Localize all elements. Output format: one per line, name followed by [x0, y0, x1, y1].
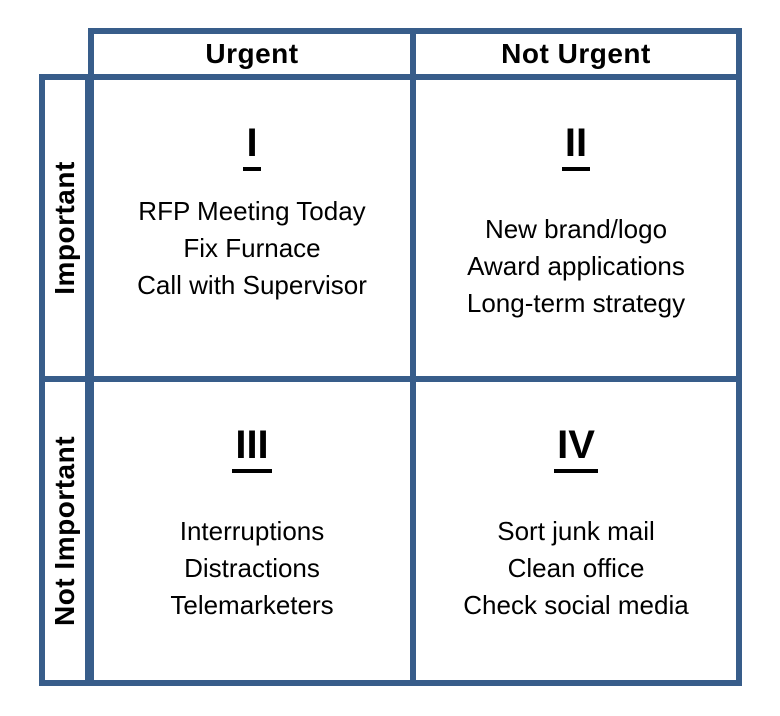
task-item: Distractions — [184, 553, 320, 583]
task-item: RFP Meeting Today — [138, 196, 366, 226]
task-item: Interruptions — [179, 516, 325, 546]
quadrant-noturgent-important: II New brand/logo Award applications Lon… — [416, 80, 736, 376]
task-item: Long-term strategy — [466, 288, 686, 318]
quadrant-4-items: Sort junk mail Clean office Check social… — [416, 513, 736, 624]
task-item: New brand/logo — [484, 214, 668, 244]
task-item: Fix Furnace — [183, 233, 321, 263]
quadrant-2-numeral-line: II — [416, 122, 736, 171]
row-header-not-important: Not Important — [45, 382, 85, 680]
horizontal-divider — [39, 376, 742, 382]
vertical-divider — [410, 28, 416, 686]
quadrant-3-numeral: III — [232, 424, 272, 473]
column-header-not-urgent-label: Not Urgent — [501, 38, 651, 69]
column-header-urgent-label: Urgent — [205, 38, 299, 69]
quadrant-3-numeral-line: III — [94, 424, 410, 473]
task-item: Sort junk mail — [497, 516, 655, 546]
quadrant-2-items: New brand/logo Award applications Long-t… — [416, 211, 736, 322]
task-item: Check social media — [463, 590, 689, 620]
quadrant-1-items: RFP Meeting Today Fix Furnace Call with … — [94, 193, 410, 304]
task-item: Telemarketers — [170, 590, 334, 620]
quadrant-urgent-important: I RFP Meeting Today Fix Furnace Call wit… — [94, 80, 410, 376]
quadrant-4-numeral-line: IV — [416, 424, 736, 473]
quadrant-4-numeral: IV — [554, 424, 598, 473]
quadrant-3-items: Interruptions Distractions Telemarketers — [94, 513, 410, 624]
quadrant-1-numeral-line: I — [94, 122, 410, 171]
task-item: Award applications — [467, 251, 685, 281]
task-item: Call with Supervisor — [137, 270, 367, 300]
quadrant-2-numeral: II — [561, 122, 591, 171]
column-header-urgent: Urgent — [94, 34, 410, 74]
column-header-not-urgent: Not Urgent — [416, 34, 736, 74]
quadrant-noturgent-notimportant: IV Sort junk mail Clean office Check soc… — [416, 382, 736, 680]
row-header-important-label: Important — [49, 161, 81, 295]
row-header-important: Important — [45, 80, 85, 376]
row-header-not-important-label: Not Important — [49, 435, 80, 627]
quadrant-urgent-notimportant: III Interruptions Distractions Telemarke… — [94, 382, 410, 680]
task-item: Clean office — [507, 553, 645, 583]
quadrant-1-numeral: I — [243, 122, 261, 171]
